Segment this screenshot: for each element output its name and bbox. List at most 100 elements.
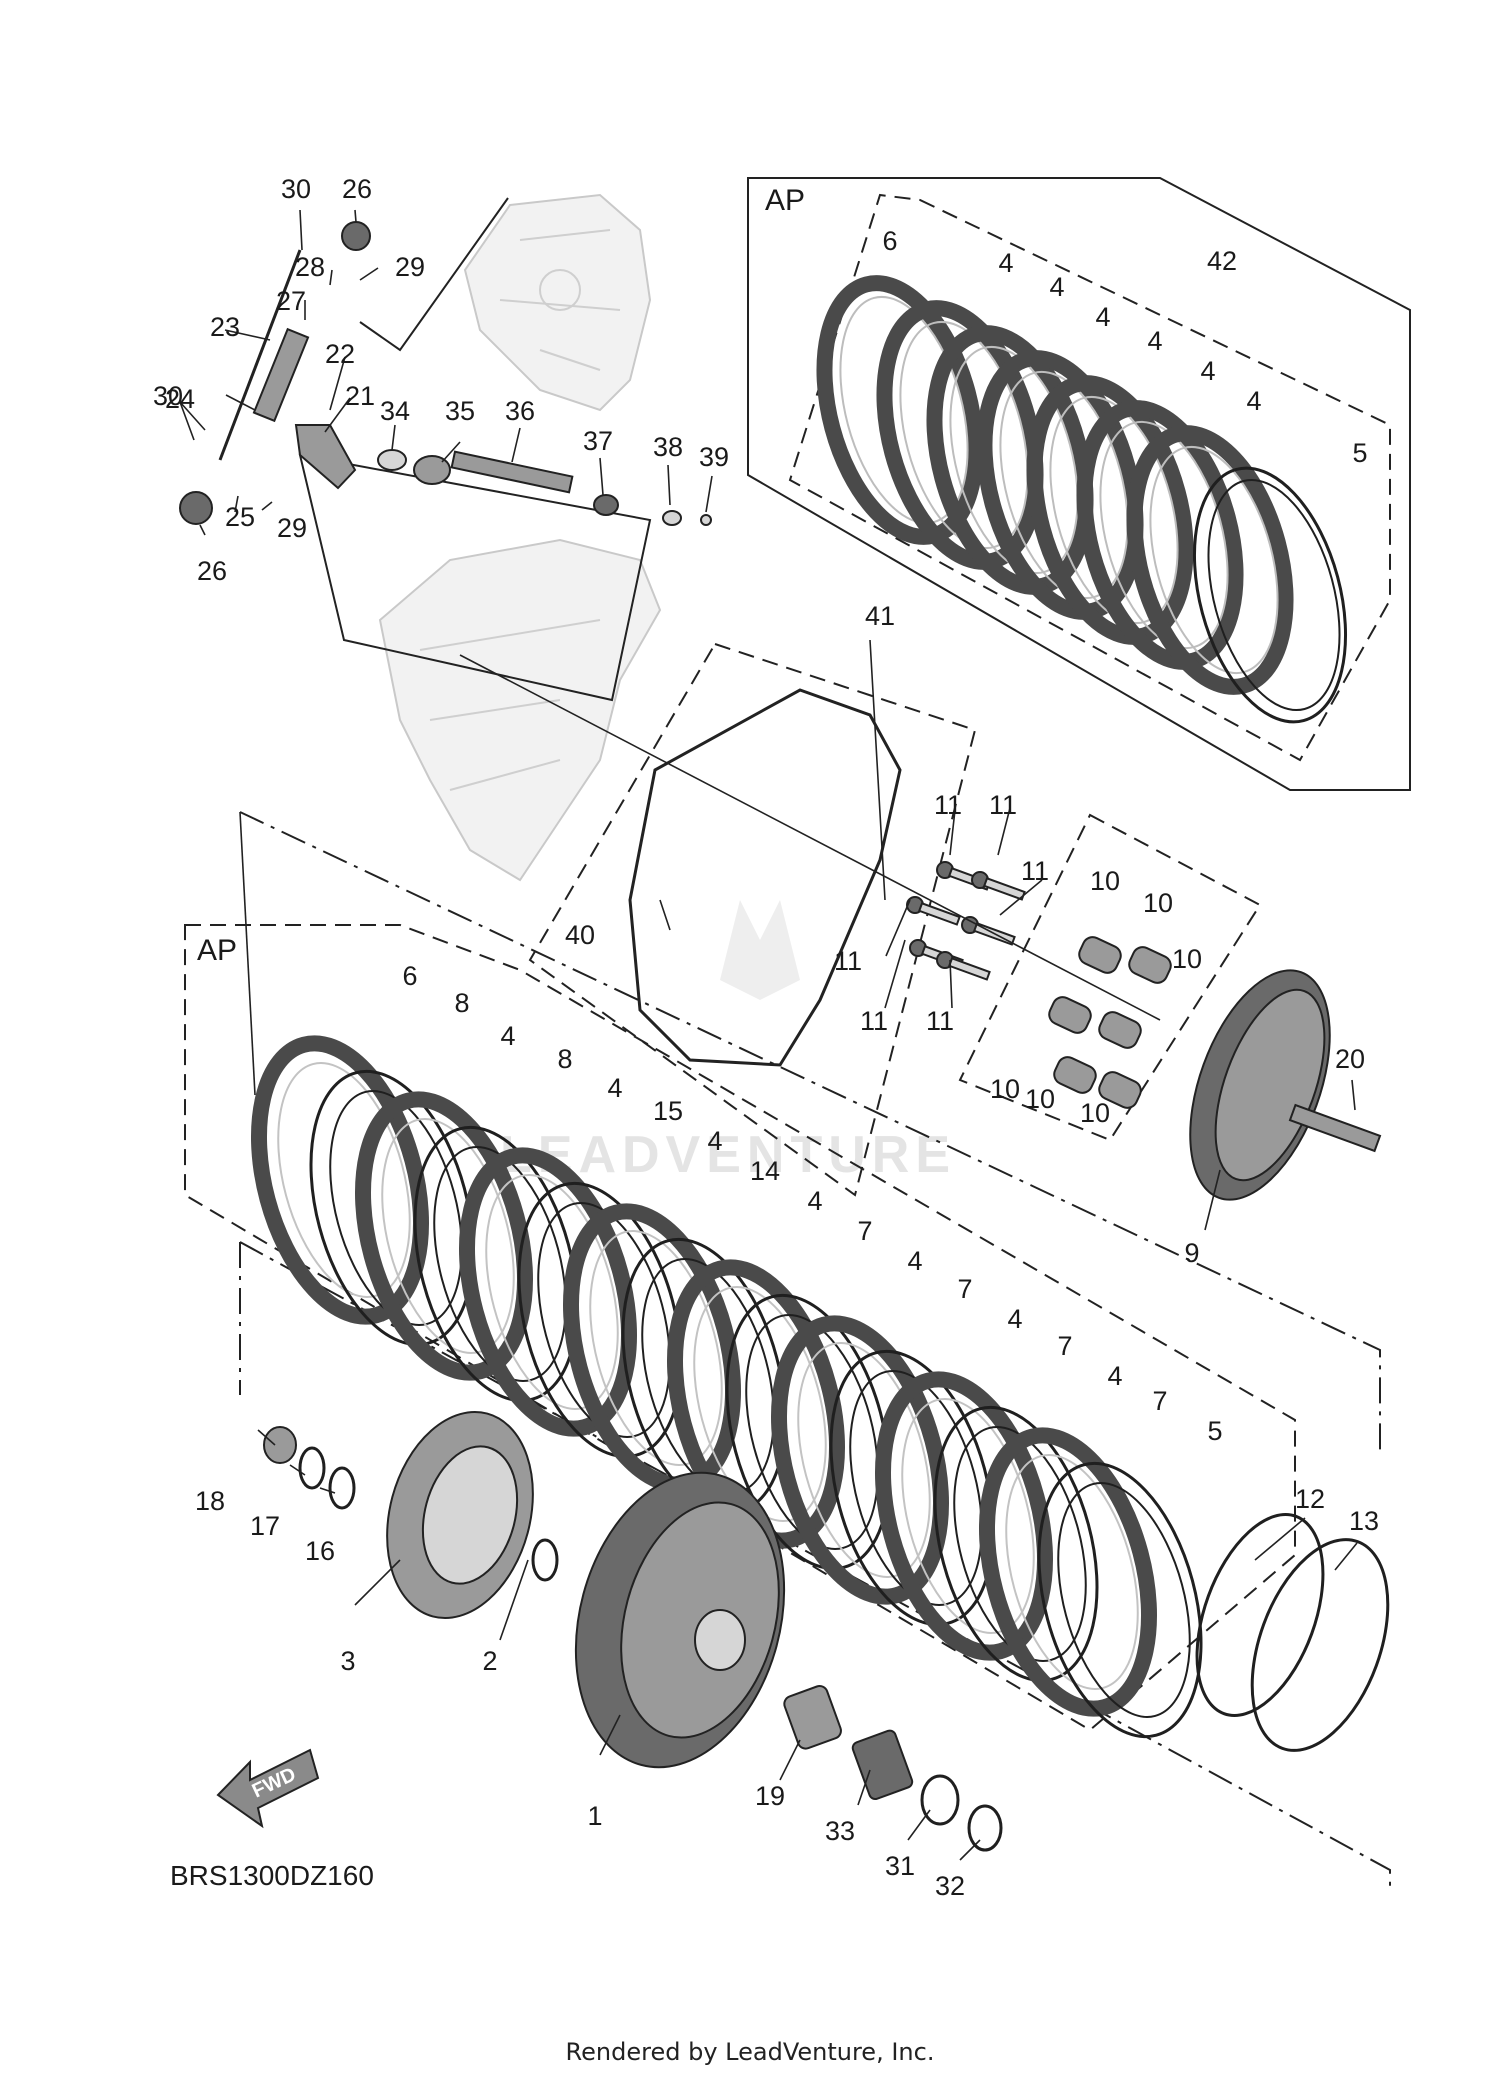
callout-c35: 35 [445, 396, 475, 426]
callout-c36: 36 [505, 396, 535, 426]
callout-c20: 20 [1335, 1044, 1365, 1074]
callout-c30b: 30 [153, 381, 183, 411]
footer-credit: Rendered by LeadVenture, Inc. [566, 2038, 935, 2066]
collar-icon [851, 1729, 914, 1801]
callout-t4d: 4 [1147, 326, 1162, 356]
callout-b14: 14 [750, 1156, 780, 1186]
callout-c9: 9 [1184, 1238, 1199, 1268]
clutch-plate-icon [354, 1091, 534, 1381]
callout-c11a: 11 [934, 790, 962, 820]
callout-c32: 32 [935, 1871, 965, 1901]
callout-c11d: 11 [834, 946, 862, 976]
callout-t6: 6 [882, 226, 897, 256]
callout-t4a: 4 [998, 248, 1013, 278]
callout-b7c: 7 [1057, 1331, 1072, 1361]
callout-c34: 34 [380, 396, 410, 426]
callout-t4f: 4 [1246, 386, 1261, 416]
clutch-plate-icon [1192, 466, 1348, 724]
bolt-20-icon [1288, 1103, 1382, 1153]
clutch-plate-icon [666, 1259, 846, 1549]
callout-c21: 21 [345, 381, 375, 411]
callout-c12: 12 [1295, 1484, 1325, 1514]
leader-lines [179, 209, 1358, 1861]
callout-b8b: 8 [557, 1044, 572, 1074]
callout-c10c: 10 [1172, 944, 1202, 974]
callout-b4d: 4 [807, 1186, 822, 1216]
clutch-plate-icon [978, 1427, 1158, 1717]
callout-b7d: 7 [1152, 1386, 1167, 1416]
callout-c1: 1 [587, 1801, 602, 1831]
clutch-plate-icon [250, 1035, 430, 1325]
callout-c10f: 10 [1080, 1098, 1110, 1128]
ball-joint-icon [179, 491, 213, 525]
callout-c30a: 30 [281, 174, 311, 204]
callout-t4e: 4 [1200, 356, 1215, 386]
clutch-plate-icon [413, 1125, 579, 1403]
callout-c11e: 11 [860, 1006, 888, 1036]
clutch-plate-icon [725, 1293, 891, 1571]
callout-c11c: 11 [1021, 856, 1049, 886]
callout-c22: 22 [325, 339, 355, 369]
diagram-code: BRS1300DZ160 [170, 1860, 374, 1891]
callout-b7b: 7 [957, 1274, 972, 1304]
pressure-plate [1189, 969, 1382, 1201]
callout-b5: 5 [1207, 1416, 1222, 1446]
clutch-hub-parts [263, 1410, 1003, 1852]
clutch-plate-icon [562, 1203, 742, 1493]
callout-c29b: 29 [277, 513, 307, 543]
callout-c11f: 11 [926, 1006, 954, 1036]
ap-label-top: AP [765, 184, 805, 217]
callout-b4g: 4 [1107, 1361, 1122, 1391]
callout-c19: 19 [755, 1781, 785, 1811]
callout-b4e: 4 [907, 1246, 922, 1276]
callout-c23: 23 [210, 312, 240, 342]
callout-b7a: 7 [857, 1216, 872, 1246]
callout-b8a: 8 [454, 988, 469, 1018]
clutch-plate-icon [458, 1147, 638, 1437]
gasket-group [528, 642, 1262, 1197]
callout-c10a: 10 [1090, 866, 1120, 896]
callout-c38: 38 [653, 432, 683, 462]
callout-c40: 40 [565, 920, 595, 950]
bottom-plate-stack [250, 1035, 1203, 1739]
ap-group-top: AP [747, 177, 1411, 791]
callout-b15: 15 [653, 1096, 683, 1126]
spring-icon [1048, 996, 1092, 1034]
callout-c17: 17 [250, 1511, 280, 1541]
clutch-plate-icon [309, 1069, 475, 1347]
callout-c41: 41 [865, 601, 895, 631]
callout-t42: 42 [1207, 246, 1237, 276]
callout-c28: 28 [295, 252, 325, 282]
linkage-outline [298, 197, 652, 702]
callout-c29a: 29 [395, 252, 425, 282]
callout-c24: 24 [165, 384, 195, 414]
push-rod-icon [450, 450, 574, 494]
callout-c27: 27 [276, 286, 306, 316]
callout-c26b: 26 [197, 556, 227, 586]
bolt-icon [936, 951, 991, 981]
spring-icon [1128, 946, 1172, 984]
callout-b4f: 4 [1007, 1304, 1022, 1334]
ap-label-bottom: AP [197, 934, 237, 967]
callout-c10e: 10 [1025, 1084, 1055, 1114]
circlip-rings [1195, 1513, 1390, 1752]
clutch-plate-icon [1037, 1461, 1203, 1739]
callout-c37: 37 [583, 426, 613, 456]
callout-t4b: 4 [1049, 272, 1064, 302]
spring-icon [1053, 1056, 1097, 1094]
clutch-plate-icon [933, 1405, 1099, 1683]
callout-c3: 3 [340, 1646, 355, 1676]
engine-housing-ghost [463, 193, 652, 412]
callout-c26a: 26 [342, 174, 372, 204]
callout-c13: 13 [1349, 1506, 1379, 1536]
needle-bearing-icon [783, 1685, 842, 1750]
ap-group-bottom: AP [184, 924, 1296, 1732]
spring-icon [1078, 936, 1122, 974]
callout-b4c: 4 [707, 1126, 722, 1156]
callout-c31: 31 [885, 1851, 915, 1881]
callout-c11b: 11 [989, 790, 1017, 820]
callout-c16: 16 [305, 1536, 335, 1566]
gasket-icon [628, 688, 902, 1067]
callout-c39: 39 [699, 442, 729, 472]
